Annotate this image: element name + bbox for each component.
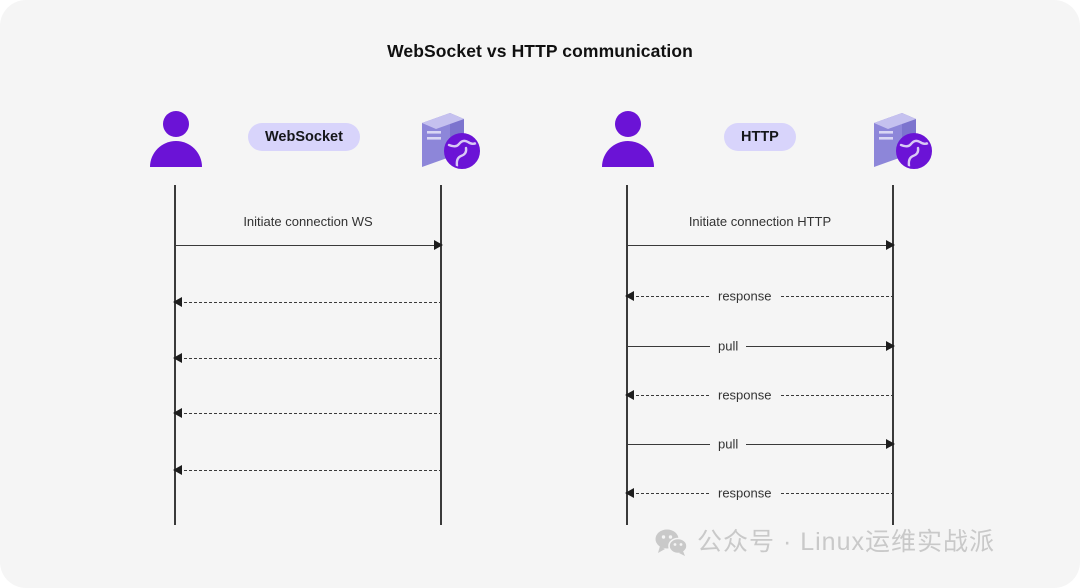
actor-server-http [868, 111, 934, 173]
message-http-1: response [625, 285, 894, 307]
lifeline-client-http [626, 185, 628, 525]
message-ws-3 [173, 402, 442, 424]
panel-websocket: WebSocket Initiate connection WS [120, 0, 520, 588]
message-line [174, 470, 442, 471]
user-icon-head [163, 111, 189, 137]
actor-server-websocket [416, 111, 482, 173]
message-label: response [710, 387, 780, 403]
lifeline-server-http [892, 185, 894, 525]
message-line [174, 358, 442, 359]
user-icon [150, 111, 202, 167]
message-http-2: pull [626, 335, 895, 357]
actor-client-websocket [150, 111, 210, 169]
protocol-label-websocket: WebSocket [248, 123, 360, 151]
user-icon-body [602, 141, 654, 167]
message-line [174, 302, 442, 303]
message-label: Initiate connection WS [243, 214, 373, 229]
arrow-head-left-icon [173, 465, 182, 475]
panel-http: HTTP Initiate connection HTTP res [572, 0, 972, 588]
message-line [174, 245, 442, 246]
user-icon-body [150, 141, 202, 167]
message-ws-1 [173, 291, 442, 313]
message-http-5: response [625, 482, 894, 504]
message-line [174, 413, 442, 414]
arrow-head-left-icon [173, 408, 182, 418]
message-label: response [710, 485, 780, 501]
lifeline-server-websocket [440, 185, 442, 525]
message-label: response [710, 288, 780, 304]
message-label: pull [710, 436, 747, 452]
message-ws-0: Initiate connection WS [174, 214, 443, 256]
message-line [626, 444, 894, 445]
message-http-0: Initiate connection HTTP [626, 214, 895, 256]
wechat-icon [655, 529, 687, 556]
arrow-head-left-icon [173, 297, 182, 307]
user-icon-head [615, 111, 641, 137]
message-http-4: pull [626, 433, 895, 455]
server-globe-icon [422, 113, 480, 169]
watermark-text: 公众号 · Linux运维实战派 [697, 528, 995, 556]
user-icon [602, 111, 654, 167]
message-line [626, 245, 894, 246]
message-label: pull [710, 338, 747, 354]
arrow-head-left-icon [625, 390, 634, 400]
message-ws-2 [173, 347, 442, 369]
watermark: 公众号 · Linux运维实战派 [655, 529, 995, 556]
message-line [626, 346, 894, 347]
arrow-head-right-icon [886, 341, 895, 351]
message-ws-4 [173, 459, 442, 481]
arrow-head-left-icon [625, 291, 634, 301]
message-label: Initiate connection HTTP [688, 214, 832, 229]
server-globe-icon [874, 113, 932, 169]
message-http-3: response [625, 384, 894, 406]
arrow-head-right-icon [434, 240, 443, 250]
arrow-head-left-icon [625, 488, 634, 498]
arrow-head-left-icon [173, 353, 182, 363]
actor-client-http [602, 111, 662, 169]
arrow-head-right-icon [886, 439, 895, 449]
arrow-head-right-icon [886, 240, 895, 250]
page-title: WebSocket vs HTTP communication [387, 41, 693, 61]
protocol-label-http: HTTP [724, 123, 796, 151]
